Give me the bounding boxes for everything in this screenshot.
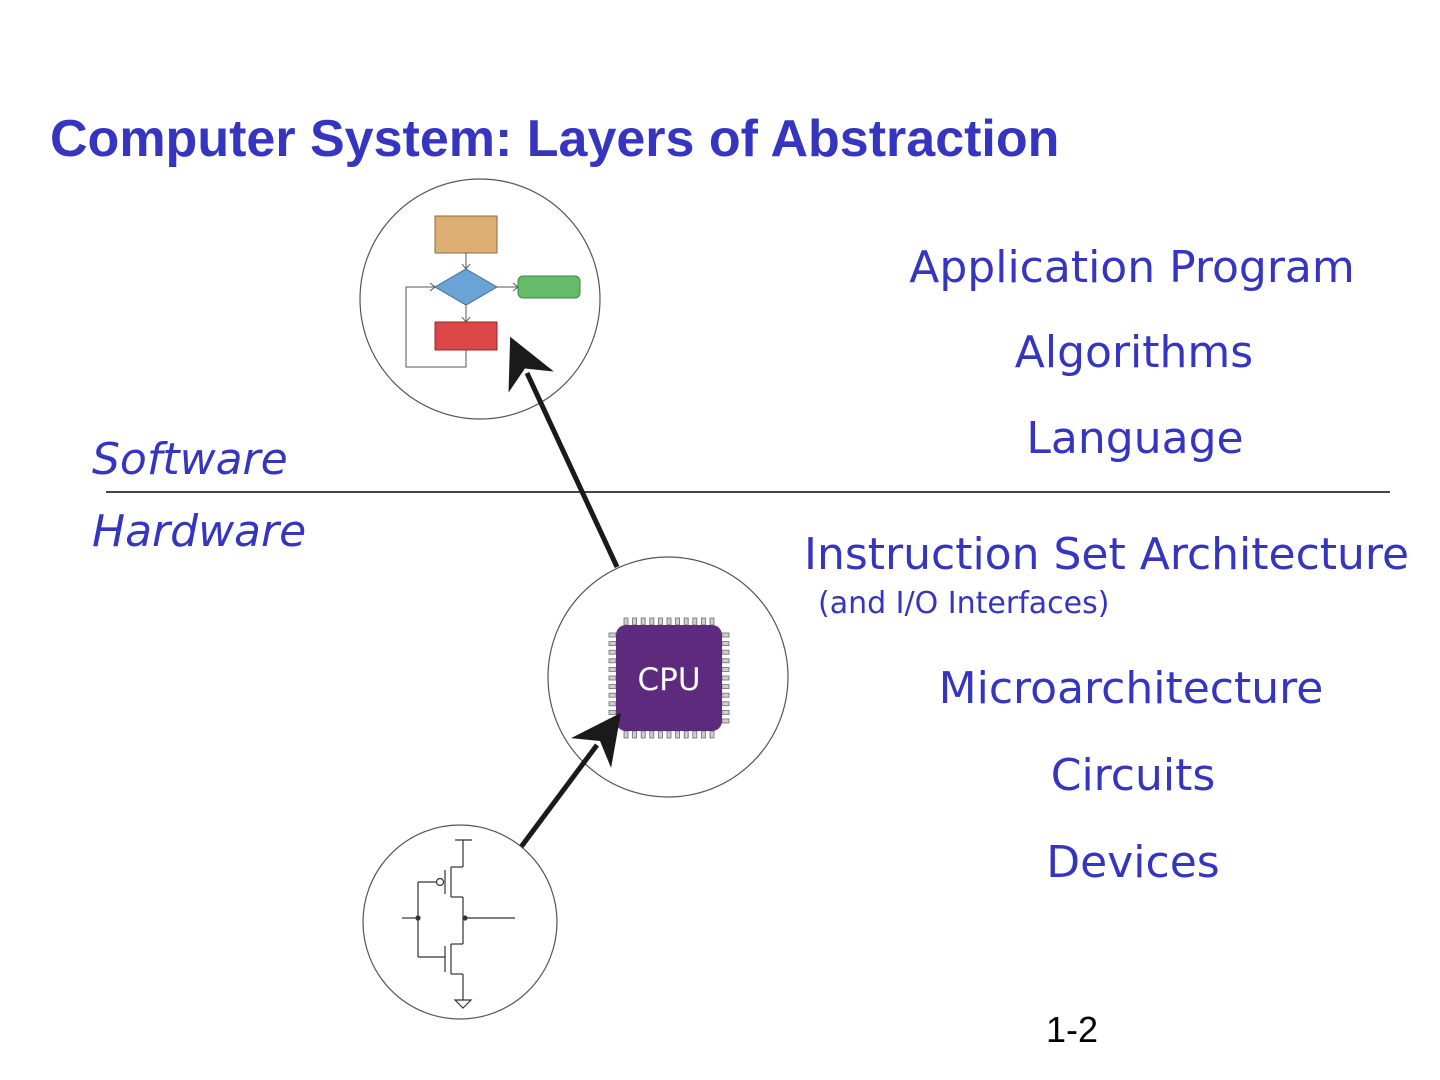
cpu-pin xyxy=(608,692,617,698)
cpu-pin xyxy=(608,667,617,672)
cpu-pin xyxy=(721,701,730,707)
cpu-chip-label: CPU xyxy=(637,662,700,698)
cpu-pin xyxy=(666,617,672,626)
layer-algorithms: Algorithms xyxy=(1014,327,1254,378)
cpu-pin xyxy=(608,658,617,664)
cpu-pin xyxy=(623,617,629,626)
layer-language: Language xyxy=(1026,413,1244,464)
cpu-pin xyxy=(721,667,730,672)
cpu-pin xyxy=(721,710,730,715)
cpu-pin xyxy=(608,641,617,646)
cpu-pin xyxy=(701,730,706,739)
layer-devices: Devices xyxy=(1046,837,1220,888)
cpu-pin xyxy=(683,730,689,739)
cpu-pin xyxy=(666,730,672,739)
cpu-pin xyxy=(701,617,706,626)
flowchart-icon xyxy=(359,178,601,420)
layer-instruction-set-architecture: Instruction Set Architecture xyxy=(804,529,1410,580)
transistor-circuit-icon xyxy=(362,824,558,1020)
cpu-pin xyxy=(658,617,663,626)
cpu-pin xyxy=(721,632,730,638)
layer-isa-note: (and I/O Interfaces) xyxy=(818,586,1110,621)
cpu-pin xyxy=(692,730,698,739)
software-hardware-divider xyxy=(106,491,1390,493)
cpu-pin xyxy=(683,617,689,626)
cpu-pin xyxy=(608,632,617,638)
cpu-pin xyxy=(721,684,730,689)
cpu-pin xyxy=(608,649,617,655)
cpu-pin xyxy=(608,684,617,689)
cpu-pin xyxy=(608,701,617,707)
layer-application-program: Application Program xyxy=(909,242,1355,293)
cpu-pin xyxy=(721,658,730,664)
cpu-pin xyxy=(675,617,680,626)
cpu-pin xyxy=(709,617,715,626)
layer-circuits: Circuits xyxy=(1050,750,1216,801)
cpu-pin xyxy=(709,730,715,739)
cpu-pin xyxy=(675,730,680,739)
cpu-pin xyxy=(608,718,617,724)
software-label: Software xyxy=(92,434,288,485)
cpu-pin xyxy=(658,730,663,739)
cpu-pin xyxy=(721,692,730,698)
hardware-label: Hardware xyxy=(92,506,307,557)
cpu-pin xyxy=(721,641,730,646)
cpu-pin xyxy=(649,617,655,626)
cpu-pin xyxy=(721,718,730,724)
slide-title: Computer System: Layers of Abstraction xyxy=(50,110,1060,168)
cpu-pin xyxy=(632,730,637,739)
cpu-pin xyxy=(623,730,629,739)
arrow-up-icon xyxy=(508,336,620,569)
cpu-pin xyxy=(721,675,730,681)
arrow-up-right-icon xyxy=(518,712,621,849)
cpu-pin xyxy=(608,675,617,681)
cpu-pin xyxy=(640,617,646,626)
layer-microarchitecture: Microarchitecture xyxy=(938,663,1324,714)
cpu-pin xyxy=(649,730,655,739)
cpu-pin xyxy=(640,730,646,739)
cpu-pin xyxy=(608,710,617,715)
cpu-pin xyxy=(632,617,637,626)
page-number: 1-2 xyxy=(1046,1009,1099,1050)
cpu-pin xyxy=(692,617,698,626)
cpu-pin xyxy=(721,649,730,655)
